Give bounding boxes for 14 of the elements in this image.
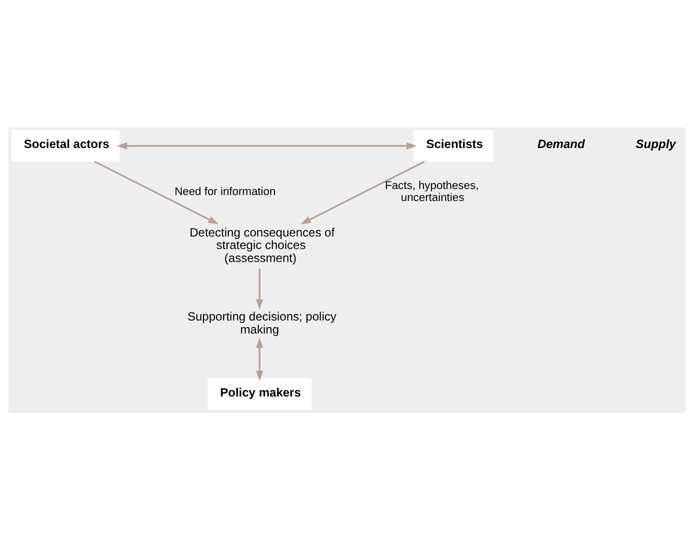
label: Demand bbox=[537, 137, 585, 152]
node-box: Societal actors bbox=[11, 130, 120, 162]
arrow bbox=[94, 160, 219, 224]
node-box: Policy makers bbox=[208, 378, 312, 410]
label: Supply bbox=[636, 137, 676, 152]
arrow bbox=[256, 268, 264, 310]
arrow bbox=[300, 160, 426, 224]
edge-label: Facts, hypotheses, uncertainties bbox=[385, 180, 479, 204]
node-box: Scientists bbox=[414, 130, 494, 162]
arrow bbox=[256, 338, 264, 382]
arrow bbox=[116, 142, 417, 150]
node-text: Detecting consequences of strategic choices (assessment) bbox=[190, 225, 335, 266]
node-text: Supporting decisions; policy making bbox=[187, 309, 336, 336]
edge-label: Need for information bbox=[174, 186, 276, 198]
